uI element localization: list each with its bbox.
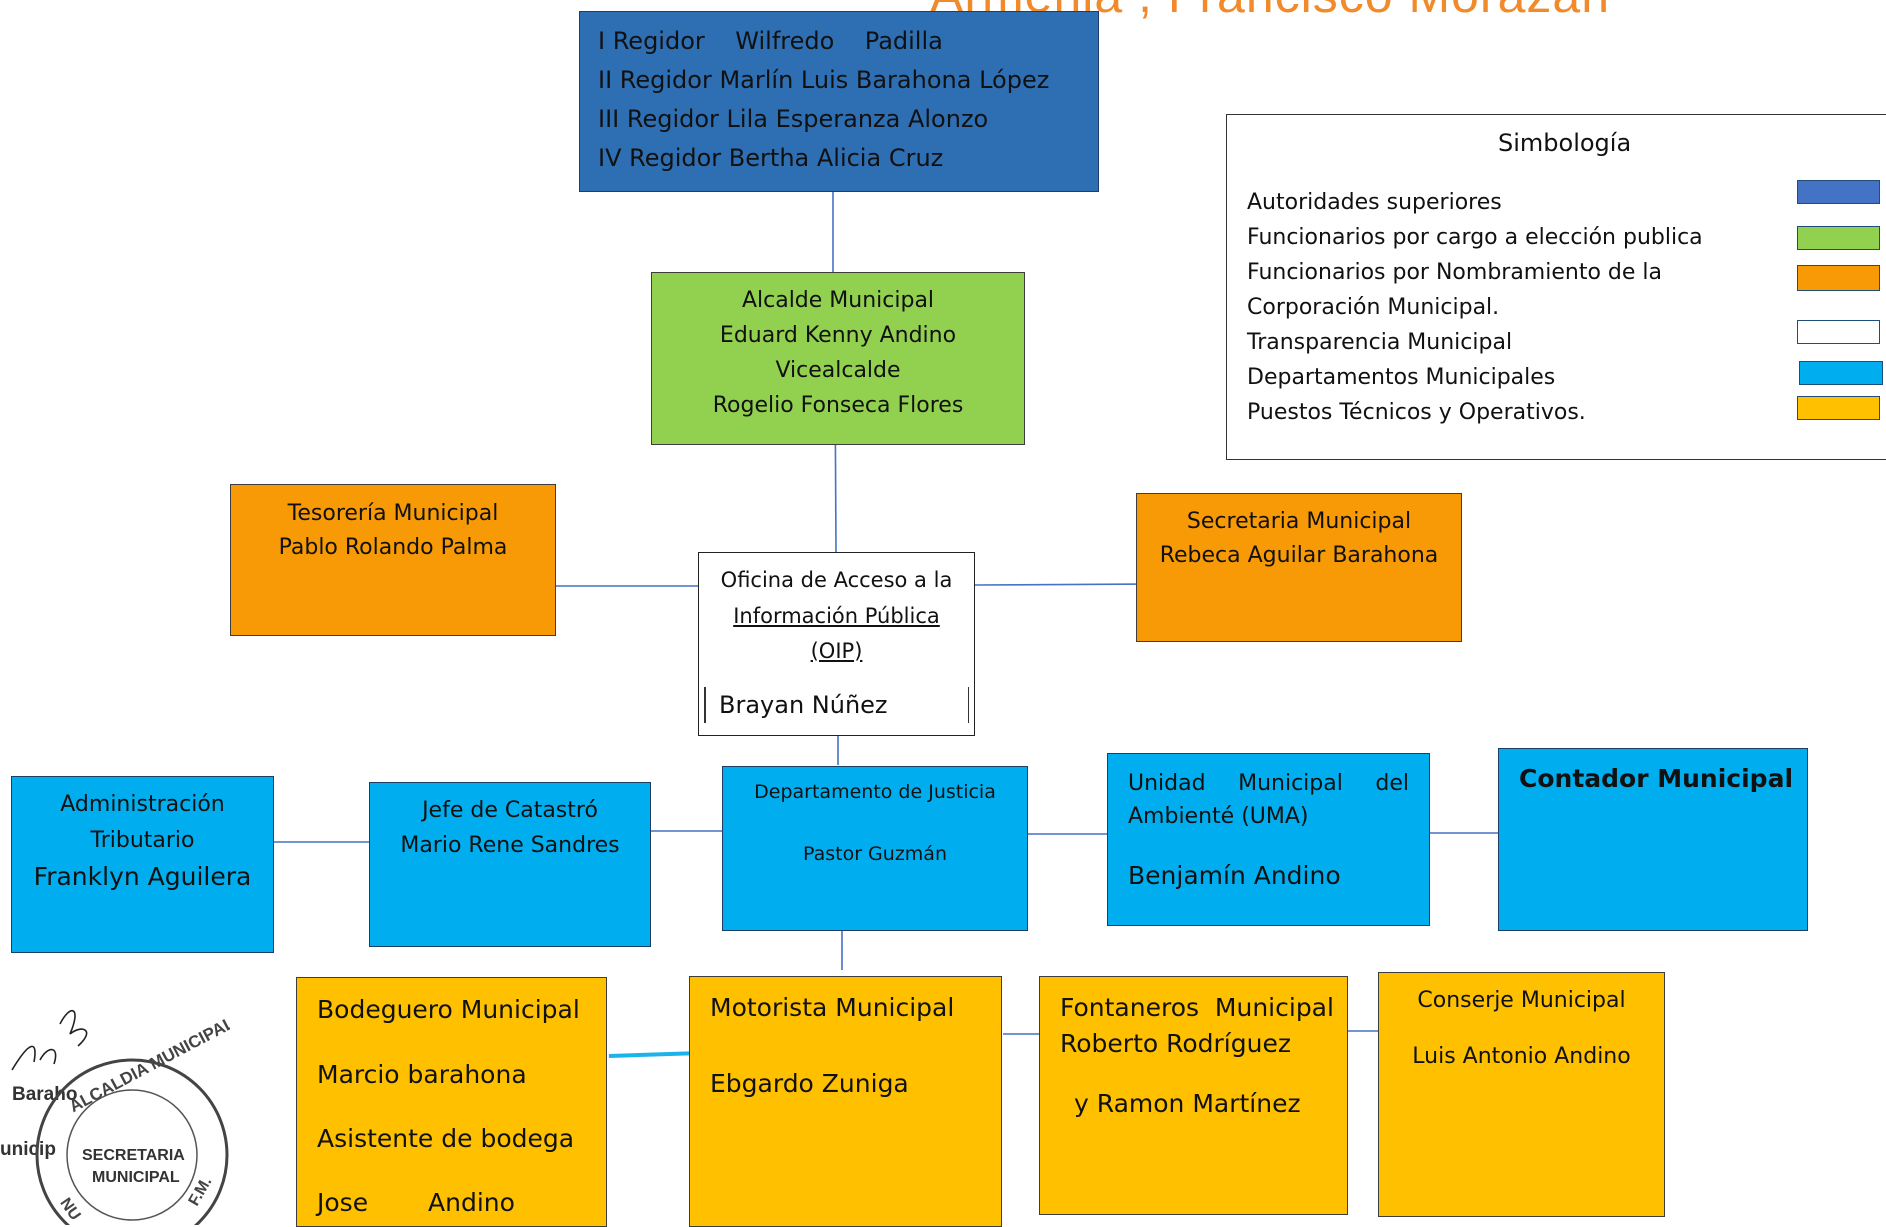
asistente-first-name: Jose (317, 1188, 369, 1217)
oip-box: Oficina de Acceso a la Información Públi… (698, 552, 975, 736)
bodeguero-title: Bodeguero Municipal (317, 995, 580, 1024)
admin-tributaria-name: Franklyn Aguilera (33, 862, 252, 891)
admin-tributaria-line-2: Tributario (90, 828, 195, 853)
fontanero-name-2: y Ramon Martínez (1074, 1089, 1301, 1118)
regidor-3: III Regidor Lila Esperanza Alonzo (598, 105, 989, 133)
tesoreria-title: Tesorería Municipal (287, 501, 499, 526)
oip-name-bar-right (967, 687, 969, 723)
oip-line-1: Oficina de Acceso a la (720, 568, 953, 592)
uma-word-3: del (1375, 771, 1409, 796)
stamp-center-line-2: MUNICIPAL (92, 1169, 180, 1186)
alcalde-title: Alcalde Municipal (741, 288, 935, 313)
legend-box: Simbología Autoridades superiores Funcio… (1226, 114, 1886, 460)
alcalde-box: Alcalde Municipal Eduard Kenny Andino Vi… (651, 272, 1025, 445)
justicia-box: Departamento de Justicia Pastor Guzmán (722, 766, 1028, 931)
vicealcalde-name: Rogelio Fonseca Flores (712, 393, 964, 418)
tesoreria-name: Pablo Rolando Palma (278, 535, 508, 560)
stamp-edge-right: F.M. (186, 1174, 216, 1209)
legend-title: Simbología (1498, 129, 1632, 157)
catastro-box: Jefe de Catastró Mario Rene Sandres (369, 782, 651, 947)
legend-label-4: Corporación Municipal. (1247, 295, 1500, 320)
oip-name-bar-left (704, 687, 706, 723)
legend-label-6: Departamentos Municipales (1247, 365, 1556, 390)
legend-label-7: Puestos Técnicos y Operativos. (1247, 400, 1586, 425)
uma-box: Unidad Municipal del Ambienté (UMA) Benj… (1107, 753, 1430, 926)
oip-line-2: Información Pública (733, 604, 940, 628)
legend-label-1: Autoridades superiores (1247, 190, 1502, 215)
stamp-center-line-1: SECRETARIA (82, 1147, 185, 1164)
legend-label-2: Funcionarios por cargo a elección public… (1247, 225, 1703, 250)
admin-tributaria-box: Administración Tributario Franklyn Aguil… (11, 776, 274, 953)
secretaria-box: Secretaria Municipal Rebeca Aguilar Bara… (1136, 493, 1462, 642)
vicealcalde-title: Vicealcalde (775, 358, 901, 383)
stamp-ring-text: ALCALDIA MUNICIPAL (66, 1013, 230, 1116)
uma-name: Benjamín Andino (1128, 861, 1341, 890)
motorista-name: Ebgardo Zuniga (710, 1069, 909, 1098)
regidores-box: I Regidor Wilfredo Padilla II Regidor Ma… (579, 11, 1099, 192)
tesoreria-box: Tesorería Municipal Pablo Rolando Palma (230, 484, 556, 636)
legend-swatch-eleccion (1797, 226, 1880, 250)
asistente-title: Asistente de bodega (317, 1124, 575, 1153)
justicia-title: Departamento de Justicia (754, 781, 996, 803)
title-fragment: Armenia , Francisco Morazán (930, 0, 1610, 24)
legend-label-3: Funcionarios por Nombramiento de la (1247, 260, 1662, 285)
uma-word-1: Unidad (1128, 771, 1206, 796)
catastro-title: Jefe de Catastró (422, 798, 598, 823)
legend-swatch-nombramiento (1797, 265, 1880, 291)
asistente-last-name: Andino (428, 1188, 515, 1217)
uma-line-2: Ambienté (UMA) (1128, 804, 1309, 829)
legend-swatch-puestos (1797, 396, 1880, 420)
catastro-name: Mario Rene Sandres (400, 833, 620, 858)
legend-label-5: Transparencia Municipal (1247, 330, 1513, 355)
regidor-2: II Regidor Marlín Luis Barahona López (598, 66, 1050, 94)
fontaneros-box: Fontaneros Municipal Roberto Rodríguez y… (1039, 976, 1348, 1215)
legend-swatch-departamentos (1799, 361, 1883, 385)
conserje-name: Luis Antonio Andino (1412, 1044, 1631, 1069)
secretaria-stamp: Baraho unicip ALCALDIA MUNICIPAL SECRETA… (0, 1009, 230, 1225)
admin-tributaria-line-1: Administración (60, 792, 225, 817)
fontanero-name-1: Roberto Rodríguez (1060, 1029, 1291, 1058)
oip-line-3: (OIP) (810, 639, 863, 663)
fontaneros-title: Fontaneros Municipal (1060, 993, 1334, 1022)
uma-word-2: Municipal (1238, 771, 1343, 796)
secretaria-title: Secretaria Municipal (1186, 509, 1412, 534)
oip-officer-name: Brayan Núñez (719, 691, 888, 719)
regidor-1: I Regidor Wilfredo Padilla (598, 27, 943, 55)
conserje-box: Conserje Municipal Luis Antonio Andino (1378, 972, 1665, 1217)
contador-box: Contador Municipal (1498, 748, 1808, 931)
legend-swatch-autoridades (1797, 180, 1880, 204)
bodeguero-box: Bodeguero Municipal Marcio barahona Asis… (296, 977, 607, 1227)
regidor-4: IV Regidor Bertha Alicia Cruz (598, 144, 944, 172)
conserje-title: Conserje Municipal (1417, 988, 1626, 1013)
stamp-side-text-2: unicip (0, 1139, 56, 1160)
legend-swatch-transparencia (1797, 320, 1880, 344)
alcalde-name: Eduard Kenny Andino (719, 323, 957, 348)
uma-line-1: Unidad Municipal del (1128, 771, 1409, 796)
motorista-box: Motorista Municipal Ebgardo Zuniga (689, 976, 1002, 1227)
motorista-title: Motorista Municipal (710, 993, 955, 1022)
bodeguero-name: Marcio barahona (317, 1060, 527, 1089)
justicia-name: Pastor Guzmán (802, 843, 947, 865)
contador-title: Contador Municipal (1519, 764, 1794, 793)
secretaria-name: Rebeca Aguilar Barahona (1159, 543, 1439, 568)
stamp-side-text-1: Baraho (12, 1084, 77, 1105)
